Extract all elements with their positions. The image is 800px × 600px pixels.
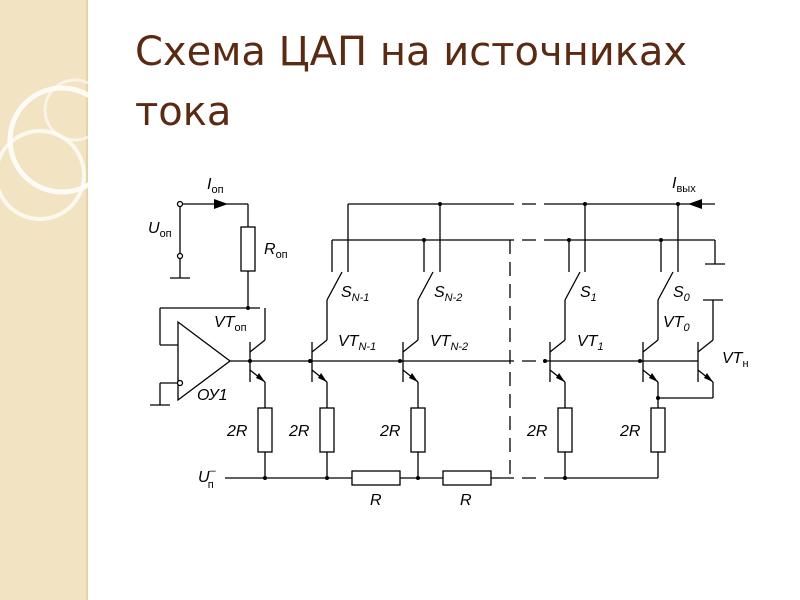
label-opamp: ОУ1 [197,387,228,404]
side-decoration-band [0,0,88,600]
label-2r-d: 2R [526,423,548,440]
label-i-ref: Iоп [207,176,224,196]
label-r-a: R [370,492,382,509]
label-vt-h: VTн [722,350,749,370]
label-s-0: S0 [673,284,691,304]
label-vt-1: VT1 [577,333,604,353]
circuit-arrows-and-nodes [214,199,713,480]
slide-title: Схема ЦАП на источниках тока [135,22,755,142]
label-u-ref: Uоп [148,220,172,240]
slide-title-line-1: Схема ЦАП на источниках [135,29,688,75]
label-r-b: R [460,492,472,509]
label-2r-c: 2R [379,423,401,440]
label-2r-e: 2R [619,423,641,440]
label-r-ref: Rоп [264,241,288,261]
slide-title-line-2: тока [135,89,232,135]
label-2r-b: 2R [288,423,310,440]
label-i-out: Iвых [672,175,696,195]
label-vt-0: VT0 [663,314,690,334]
circuit-labels: Iоп Uоп Rоп Iвых VTоп ОУ1 SN-1 SN-2 S1 S… [148,175,749,509]
label-s-1: S1 [580,284,597,304]
label-2r-a: 2R [226,423,248,440]
decorative-swirls [0,78,90,221]
label-u-supply: U–п [198,465,217,491]
label-s-n1: SN-1 [341,284,369,304]
label-vt-n1: VTN-1 [338,333,376,353]
label-vt-ref: VTоп [214,314,247,334]
label-s-n2: SN-2 [434,284,462,304]
circuit-wires [150,200,725,486]
label-vt-n2: VTN-2 [430,333,468,353]
